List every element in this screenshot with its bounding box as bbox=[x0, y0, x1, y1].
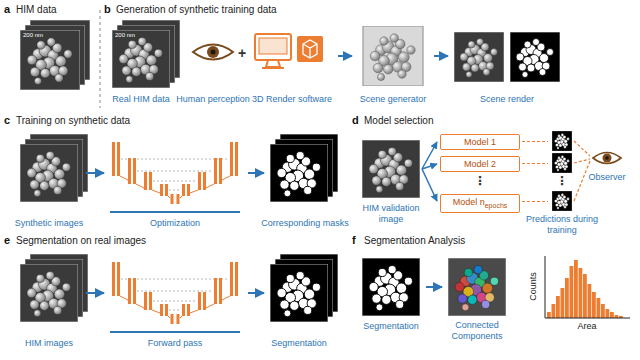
step-label: Predictions during training bbox=[519, 214, 605, 236]
model-box: Model 2 bbox=[440, 156, 520, 172]
panel-title: Segmentation Analysis bbox=[364, 235, 465, 247]
step-label: Optimization bbox=[135, 218, 215, 229]
panel-letter: c bbox=[4, 114, 10, 127]
process-bar bbox=[110, 211, 240, 213]
step-label: Segmentation bbox=[356, 321, 426, 332]
flow-arrows bbox=[422, 142, 437, 201]
plus-sign: + bbox=[234, 45, 250, 62]
step-label: Segmentation bbox=[259, 338, 339, 349]
unet-symbol bbox=[112, 142, 238, 204]
step-label: 3D Render software bbox=[247, 94, 337, 105]
ellipsis: ⋮ bbox=[555, 174, 569, 188]
panel-title: Generation of synthetic training data bbox=[116, 4, 277, 16]
computer-icon bbox=[255, 34, 291, 68]
panel-title: Training on synthetic data bbox=[16, 115, 130, 127]
panel-letter: d bbox=[352, 114, 359, 127]
step-label: Connected Components bbox=[441, 320, 513, 342]
panel-letter: b bbox=[104, 3, 111, 16]
process-bar bbox=[110, 331, 240, 333]
image-stack bbox=[112, 20, 180, 88]
step-label: Corresponding masks bbox=[259, 218, 351, 229]
mask-stack bbox=[270, 254, 338, 322]
step-label: Scene render bbox=[467, 94, 547, 105]
eye-icon bbox=[193, 45, 233, 60]
flow-arrow bbox=[86, 292, 104, 294]
flow-arrow bbox=[86, 172, 104, 174]
render-mask bbox=[510, 32, 560, 82]
flow-arrow bbox=[434, 55, 448, 57]
prediction-images bbox=[552, 131, 572, 211]
panel-letter: e bbox=[4, 234, 10, 247]
step-label: Real HIM data bbox=[96, 94, 186, 105]
flow-arrow bbox=[426, 286, 442, 288]
render-image bbox=[454, 32, 504, 82]
model-name: Model 2 bbox=[464, 159, 496, 169]
panel-title: HIM data bbox=[16, 4, 57, 16]
image-stack bbox=[20, 20, 90, 90]
step-label: Forward pass bbox=[135, 338, 215, 349]
panel-letter: a bbox=[4, 3, 10, 16]
axis-label: Counts bbox=[528, 266, 539, 306]
scale-label: 200 nm bbox=[23, 32, 43, 39]
divider bbox=[100, 10, 101, 108]
model-name: Model 1 bbox=[464, 137, 496, 147]
scale-label: 200 nm bbox=[115, 32, 135, 39]
components-image bbox=[448, 258, 506, 316]
step-label: HIM images bbox=[9, 338, 89, 349]
step-label: Observer bbox=[585, 172, 629, 183]
histogram bbox=[545, 256, 630, 318]
ellipsis: ⋮ bbox=[473, 174, 487, 188]
box-text: Model 2 bbox=[464, 159, 496, 170]
box-text: Model nepochs bbox=[453, 197, 508, 210]
step-label: Scene generator bbox=[353, 94, 433, 105]
unet-symbol bbox=[112, 262, 238, 324]
scene-image bbox=[363, 26, 423, 86]
panel-letter: f bbox=[352, 234, 356, 247]
model-name: Model n bbox=[453, 197, 485, 207]
flow-arrow bbox=[248, 292, 264, 294]
mask-stack bbox=[270, 134, 338, 202]
step-label: HIM validation image bbox=[355, 203, 427, 225]
validation-image bbox=[362, 140, 420, 198]
image-stack bbox=[20, 134, 88, 202]
model-box: Model 1 bbox=[440, 134, 520, 150]
eye-icon bbox=[593, 153, 621, 164]
panel-title: Segmentation on real images bbox=[16, 235, 146, 247]
box-text: Model 1 bbox=[464, 137, 496, 148]
step-label: Synthetic images bbox=[9, 218, 89, 229]
image-stack bbox=[20, 254, 88, 322]
axis-label: Area bbox=[567, 321, 607, 332]
flow-arrow bbox=[248, 172, 264, 174]
subscript-text: epochs bbox=[485, 202, 508, 209]
segmentation-image bbox=[362, 258, 420, 316]
step-label: Human perception bbox=[173, 94, 253, 105]
cube-icon bbox=[297, 36, 323, 62]
model-box: Model nepochs bbox=[440, 194, 520, 213]
flow-arrow bbox=[338, 55, 352, 57]
panel-title: Model selection bbox=[364, 115, 433, 127]
